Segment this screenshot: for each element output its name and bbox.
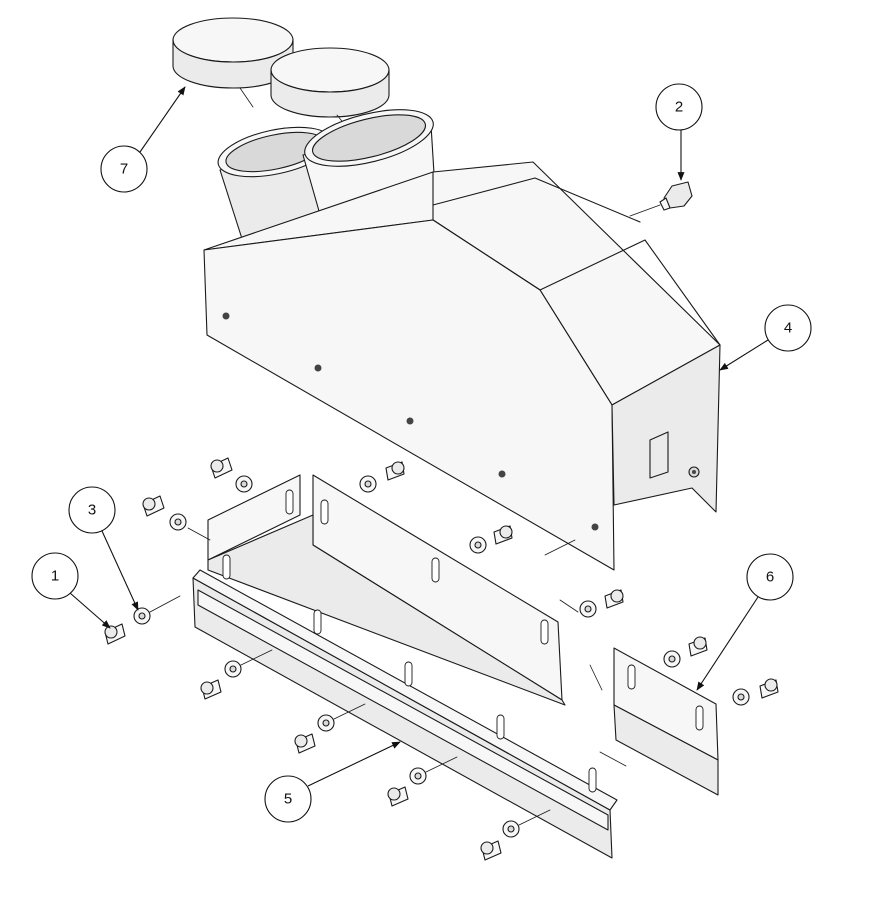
callout-6-label: 6	[766, 569, 774, 586]
inner-liner	[207, 474, 566, 706]
callout-7-label: 7	[120, 161, 128, 178]
callout-3-label: 3	[88, 502, 96, 519]
part-2-fitting	[629, 181, 693, 217]
callout-6: 6	[696, 553, 794, 691]
callout-5: 5	[264, 741, 401, 823]
callout-4-label: 4	[784, 320, 792, 337]
part-6-squeegee	[613, 647, 719, 796]
callout-5-label: 5	[284, 791, 292, 808]
screw-group	[104, 457, 779, 861]
part-4-hood	[203, 161, 721, 571]
part-7-caps	[172, 17, 390, 131]
callout-4: 4	[719, 304, 812, 371]
callout-2: 2	[655, 83, 703, 181]
callout-2-label: 2	[675, 99, 683, 116]
callout-7: 7	[100, 86, 186, 193]
callout-1: 1	[31, 552, 111, 629]
callout-1-label: 1	[51, 568, 59, 585]
hardware	[104, 457, 779, 861]
callout-3: 3	[68, 486, 139, 611]
part-5-squeegee	[192, 569, 618, 859]
